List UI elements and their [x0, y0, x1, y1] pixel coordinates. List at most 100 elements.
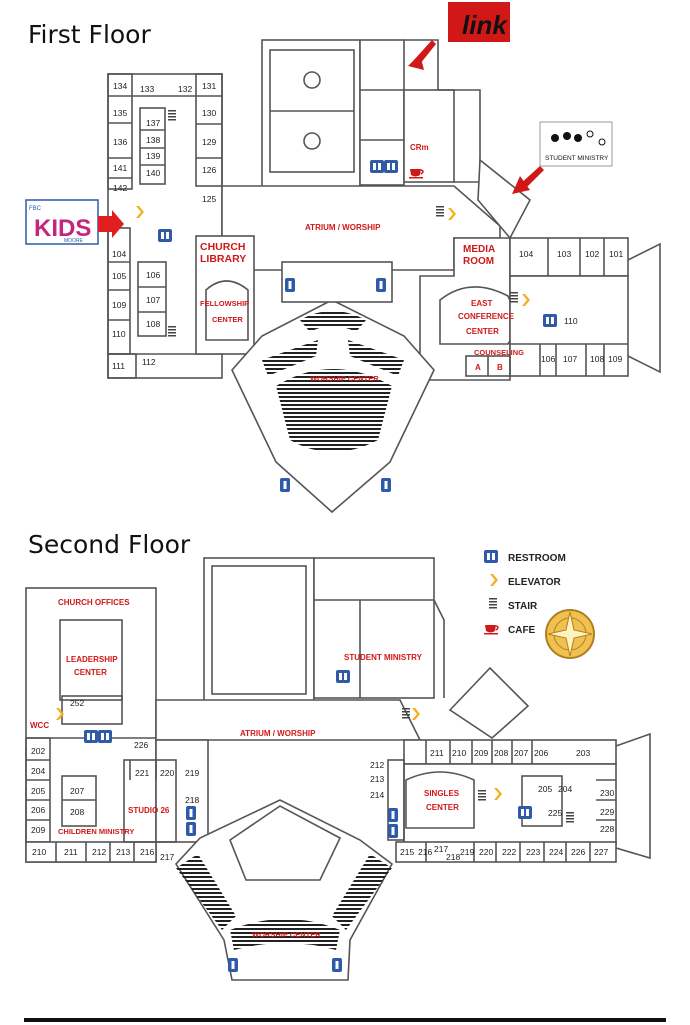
bottom-divider — [24, 1018, 666, 1022]
room-216: 216 — [140, 847, 154, 857]
room-106w: 106 — [146, 270, 160, 280]
room-214e: 214 — [370, 790, 384, 800]
east-conf-label-2: CONFERENCE — [458, 312, 515, 321]
room-224e: 224 — [549, 847, 563, 857]
room-218: 218 — [185, 795, 199, 805]
room-230e: 230 — [600, 788, 614, 798]
room-110w: 110 — [112, 329, 126, 339]
church-offices-label: CHURCH OFFICES — [58, 598, 130, 607]
f1-worship-center-label: WORSHIP CENTER — [310, 374, 379, 383]
room-136: 136 — [113, 137, 127, 147]
restroom-icon — [186, 822, 196, 836]
restroom-icon — [98, 730, 112, 743]
room-110e: 110 — [564, 316, 578, 326]
compass-rose-icon — [545, 609, 595, 659]
room-211e: 211 — [430, 748, 444, 758]
room-102e: 102 — [585, 249, 599, 259]
room-209: 209 — [31, 825, 45, 835]
room-216e: 216 — [418, 847, 432, 857]
room-108w: 108 — [146, 319, 160, 329]
singles-label-1: SINGLES — [424, 789, 460, 798]
studio-label: STUDIO 26 — [128, 806, 170, 815]
room-209e: 209 — [474, 748, 488, 758]
room-140: 140 — [146, 168, 160, 178]
room-142: 142 — [113, 183, 127, 193]
restroom-icon — [376, 278, 386, 292]
crm-label: CRm — [410, 143, 429, 152]
student-ministry-logo: STUDENT MINISTRY — [512, 121, 613, 194]
restroom-icon — [228, 958, 238, 972]
elevator-icon — [490, 574, 498, 586]
room-138: 138 — [146, 135, 160, 145]
restroom-icon — [518, 806, 532, 819]
svg-text:KIDS: KIDS — [34, 215, 91, 242]
room-212e: 212 — [370, 760, 384, 770]
restroom-icon — [285, 278, 295, 292]
first-floor-plan — [107, 39, 661, 514]
room-221: 221 — [135, 768, 149, 778]
restroom-icon — [370, 160, 384, 173]
svg-text:STUDENT MINISTRY: STUDENT MINISTRY — [545, 155, 609, 162]
room-204e: 204 — [558, 784, 572, 794]
room-105w: 105 — [112, 271, 126, 281]
room-202: 202 — [31, 746, 45, 756]
room-213e: 213 — [370, 774, 384, 784]
leadership-label-2: CENTER — [74, 668, 107, 677]
room-137: 137 — [146, 118, 160, 128]
room-111w: 111 — [112, 361, 125, 371]
room-228e: 228 — [600, 824, 614, 834]
room-227e: 227 — [594, 847, 608, 857]
room-219e: 219 — [460, 847, 474, 857]
svg-text:link: link — [462, 10, 508, 40]
restroom-icon — [543, 314, 557, 327]
room-104w: 104 — [112, 249, 126, 259]
second-floor-seating — [176, 854, 392, 950]
room-217e: 217 — [434, 844, 448, 854]
room-207e: 207 — [514, 748, 528, 758]
legend-restroom: RESTROOM — [508, 553, 566, 564]
leadership-label-1: LEADERSHIP — [66, 655, 118, 664]
restroom-icon — [336, 670, 350, 683]
church-library-label-2: LIBRARY — [200, 253, 246, 265]
room-208: 208 — [70, 807, 84, 817]
legend-elevator: ELEVATOR — [508, 577, 562, 588]
elevator-icon — [412, 708, 420, 720]
room-205: 205 — [31, 786, 45, 796]
room-213: 213 — [116, 847, 130, 857]
room-133: 133 — [140, 84, 154, 94]
room-125: 125 — [202, 194, 216, 204]
room-226w: 226 — [134, 740, 148, 750]
room-205e: 205 — [538, 784, 552, 794]
room-134: 134 — [113, 81, 127, 91]
room-141: 141 — [113, 163, 127, 173]
fellowship-label-2: CENTER — [212, 315, 243, 324]
room-215e: 215 — [400, 847, 414, 857]
second-floor-room-numbers: 252 226 202 204 205 206 209 207 208 221 … — [31, 698, 614, 862]
first-floor-room-numbers: 134 133 132 131 135 137 130 136 138 129 … — [112, 81, 623, 371]
room-108e: 108 — [590, 354, 604, 364]
restroom-icon — [332, 958, 342, 972]
second-floor-labels: CHURCH OFFICES LEADERSHIP CENTER STUDENT… — [30, 598, 460, 939]
map-legend: RESTROOM ELEVATOR STAIR CAFE — [483, 550, 595, 659]
first-floor-labels: ATRIUM / WORSHIP CHURCH LIBRARY FELLOWSH… — [200, 143, 524, 383]
church-library-label-1: CHURCH — [200, 241, 246, 253]
room-109e: 109 — [608, 354, 622, 364]
room-106e: 106 — [541, 354, 555, 364]
room-109w: 109 — [112, 300, 126, 310]
room-206e: 206 — [534, 748, 548, 758]
room-211: 211 — [64, 847, 78, 857]
legend-cafe: CAFE — [508, 625, 536, 636]
restroom-icon — [280, 478, 290, 492]
restroom-icon — [484, 550, 498, 563]
legend-stair: STAIR — [508, 601, 538, 612]
fellowship-label-1: FELLOWSHIP — [200, 299, 249, 308]
media-room-label-2: ROOM — [463, 256, 494, 267]
room-217: 217 — [160, 852, 174, 862]
restroom-icon — [388, 824, 398, 838]
room-104e: 104 — [519, 249, 533, 259]
counseling-b-label: B — [497, 363, 503, 372]
counseling-a-label: A — [475, 363, 481, 372]
restroom-icon — [384, 160, 398, 173]
room-222e: 222 — [502, 847, 516, 857]
link-logo: link — [408, 2, 510, 70]
